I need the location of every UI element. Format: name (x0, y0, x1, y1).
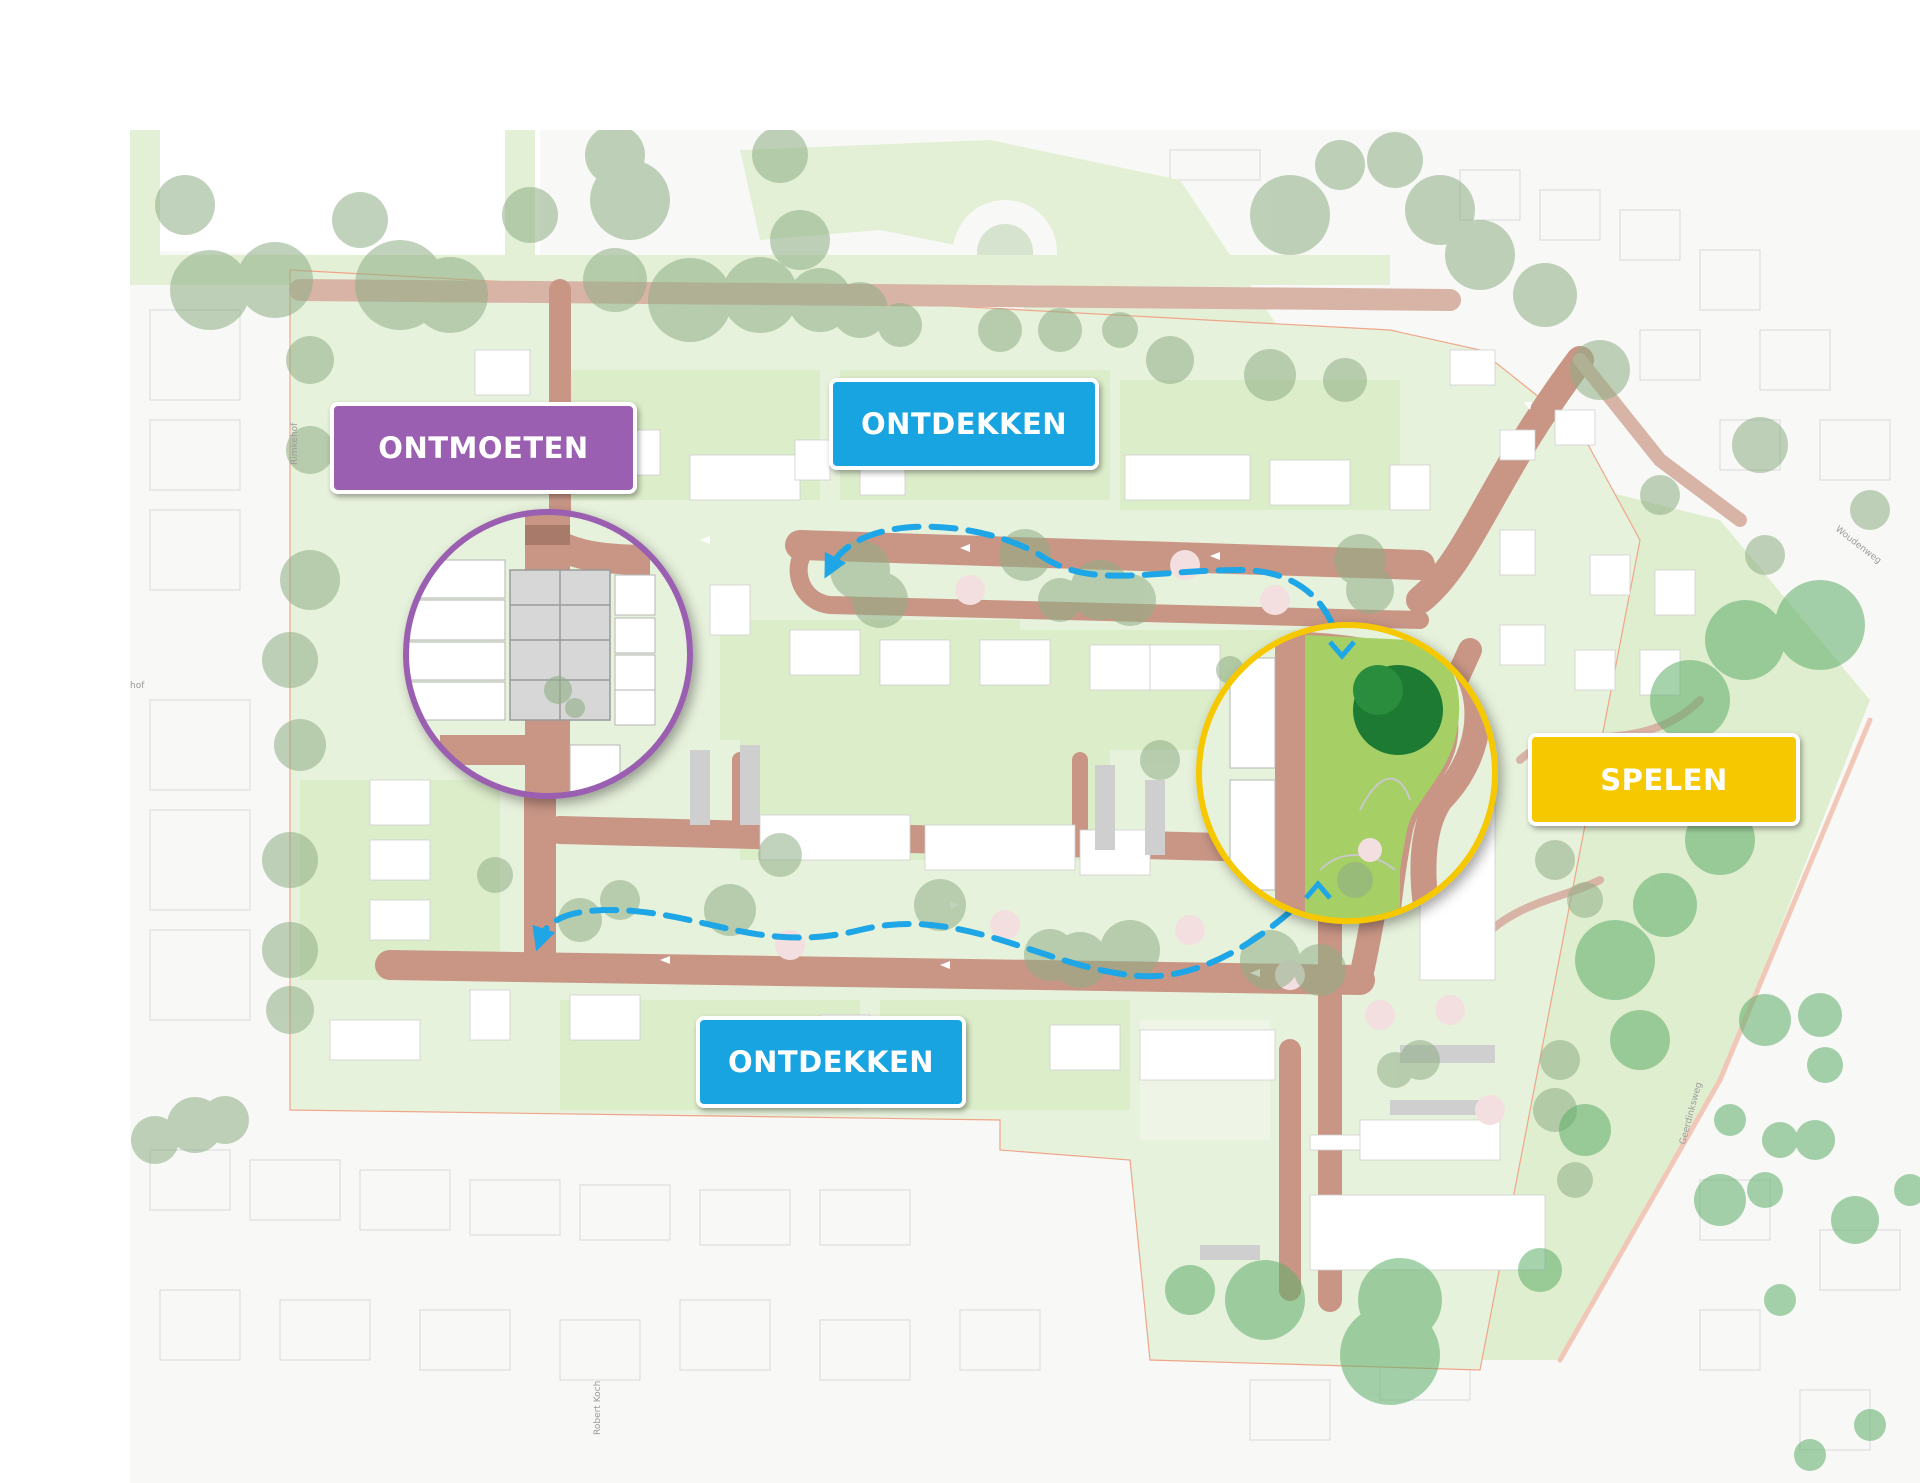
trees (131, 130, 1890, 1198)
street-label-hof: hof (130, 681, 145, 691)
parking (690, 745, 1500, 1260)
label-spelen: SPELEN (1528, 733, 1800, 826)
spelen-zoom-circle (1196, 622, 1498, 924)
ontmoeten-zoom-circle (403, 509, 693, 799)
street-label-robert-koch: Robert Koch (593, 1381, 603, 1435)
surrounding-buildings (149, 139, 1901, 1451)
green-trees (1165, 580, 1920, 1471)
label-ontdekken-top: ONTDEKKEN (829, 378, 1099, 470)
label-ontdekken-bottom: ONTDEKKEN (696, 1016, 966, 1108)
route-arrows (532, 523, 1343, 980)
street-label-rimkehof: Rimkehof (290, 422, 300, 465)
route-arrow-top (824, 523, 1343, 663)
route-arrow-bottom (532, 882, 1321, 980)
label-ontmoeten: ONTMOETEN (330, 402, 637, 494)
